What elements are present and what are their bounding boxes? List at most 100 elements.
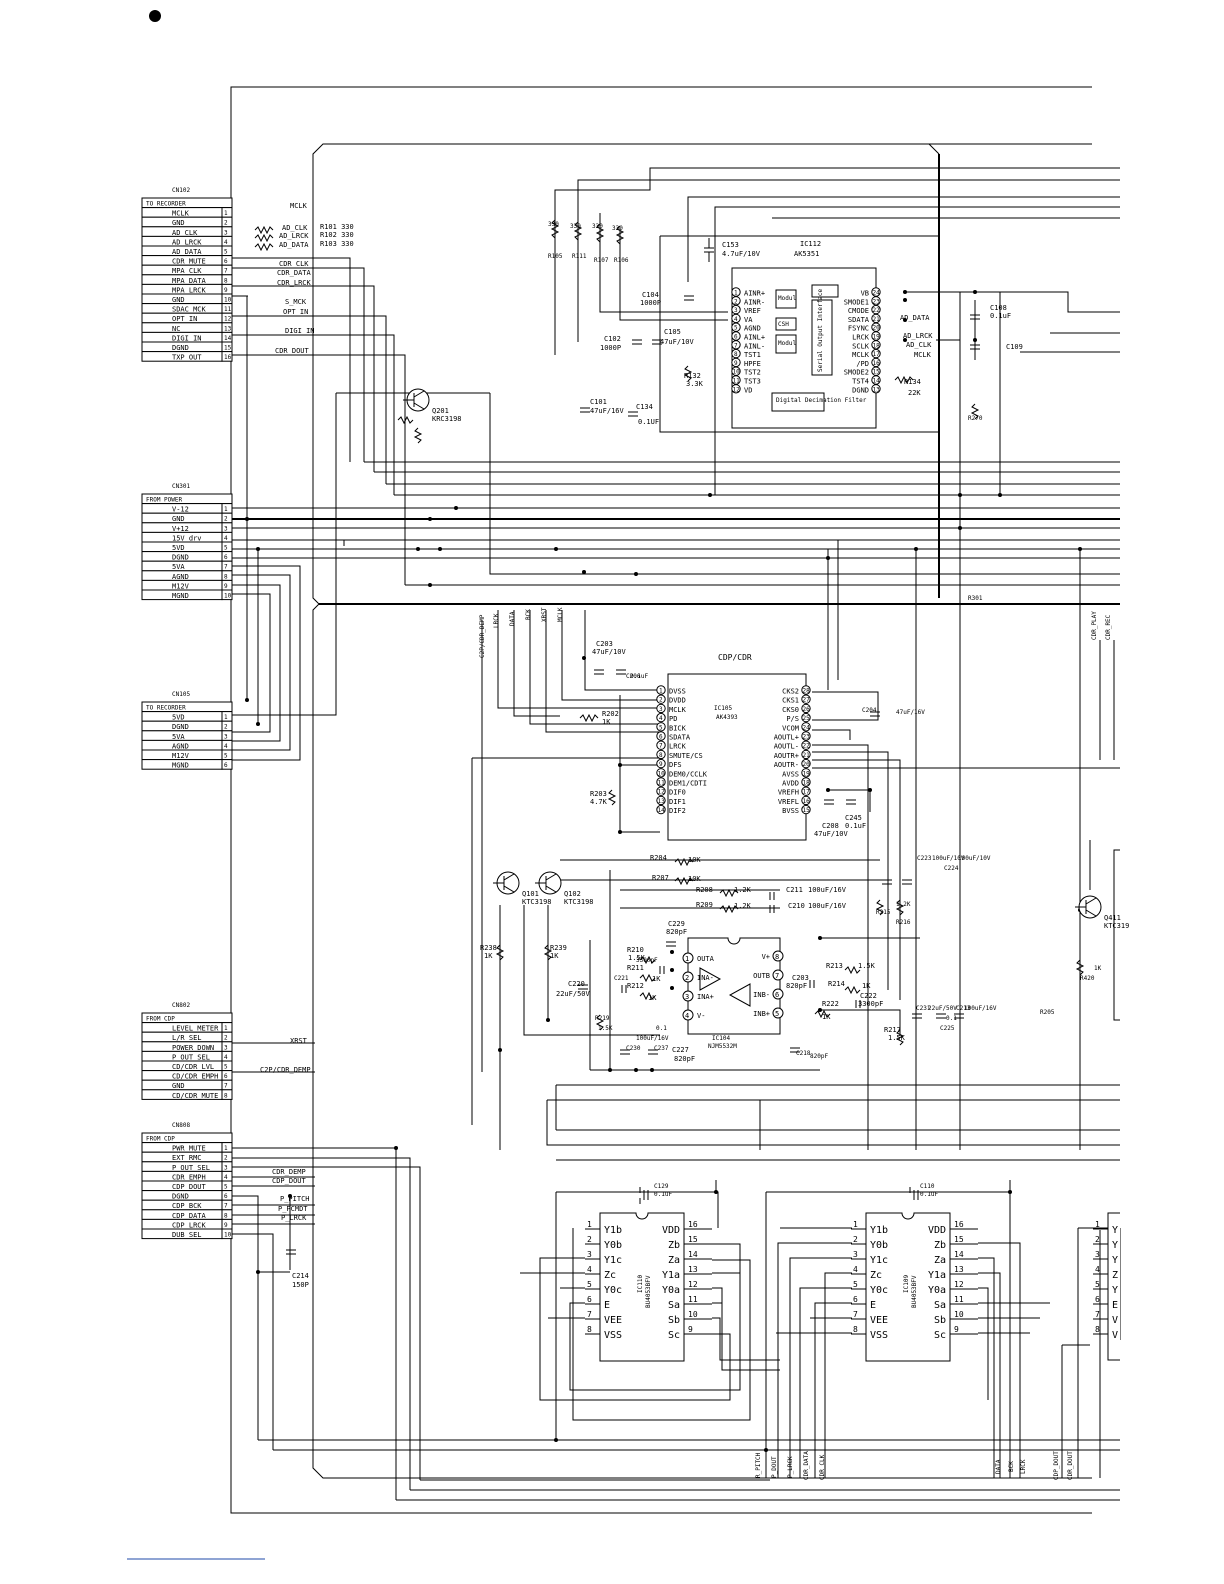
component-label: 330 (548, 221, 559, 228)
component-label: 10K (688, 856, 701, 864)
component-label: R420 (1080, 975, 1095, 982)
pin-name: SMUTE/CS (669, 752, 703, 760)
pin-number: 3 (587, 1250, 592, 1259)
pin-name: DEM0/CCLK (669, 770, 708, 778)
pin-circle (801, 749, 811, 760)
connector-pin-label: DGND (172, 554, 189, 562)
pin-name: DIF2 (669, 807, 686, 815)
component-label: 22uF/50V (556, 990, 591, 998)
pin-number: 4 (685, 1012, 689, 1020)
component-label: 47uF/10V (592, 648, 627, 656)
pin-name: CKS1 (782, 697, 799, 705)
component-label: R214 (828, 980, 845, 988)
pin-name: Y1a (928, 1270, 946, 1281)
pin-number: 9 (734, 360, 738, 367)
component-label: R301 (968, 595, 983, 602)
pin-number: 8 (659, 752, 663, 759)
component-label: R210 (627, 946, 644, 954)
pin-circle (801, 768, 811, 778)
pin-number: 16 (954, 1220, 964, 1229)
pin-number: 8 (775, 953, 779, 961)
pin-number: 13 (873, 386, 881, 393)
connector-pin-label: CDP_LRCK (172, 1221, 207, 1229)
pin-circle (656, 804, 666, 815)
pin-number: 5 (587, 1280, 592, 1289)
pin-circle (772, 969, 784, 981)
component-label: 3300pF (858, 1000, 883, 1008)
component-label: R134 (904, 378, 921, 386)
component-label: 100uF/16V (808, 902, 847, 910)
pin-number: 13 (688, 1265, 698, 1274)
component-label: R215 (876, 909, 891, 916)
pin-number: 13 (954, 1265, 964, 1274)
pin-name: DVDD (669, 697, 686, 705)
pin-name: Y (1112, 1285, 1118, 1296)
component-label: C208 (822, 822, 839, 830)
component-label: 1.5K (628, 954, 646, 962)
connector-title: TO RECORDER (146, 705, 186, 712)
pin-number: 10 (733, 369, 741, 376)
component-label: 47uF/16V (896, 709, 925, 716)
connector-ref: CN301 (172, 483, 190, 490)
component-label: C218 (796, 1050, 811, 1057)
connector-pin-label: L/R_SEL (172, 1034, 202, 1042)
component-label: 820pF (786, 982, 807, 990)
component-label: P_LRCK (281, 1214, 307, 1222)
pin-number: 18 (873, 342, 881, 349)
transistor-collector (503, 873, 515, 881)
connector-title: FROM POWER (146, 497, 183, 504)
ic112-ref: IC112 (800, 240, 821, 248)
pin-number: 5 (853, 1280, 858, 1289)
pin-name: VREF (744, 307, 761, 315)
component-label: 100uF/16V (636, 1035, 669, 1042)
pin-number: 1 (853, 1220, 858, 1229)
pin-number: 6 (587, 1295, 592, 1304)
pin-number: 15 (803, 807, 811, 814)
pin-name: Y0b (604, 1240, 622, 1251)
pin-name: Zb (934, 1240, 946, 1251)
ic104-part: NJM5532M (708, 1043, 737, 1050)
pin-number: 27 (803, 697, 811, 704)
connector-pin-number-cell (221, 759, 233, 770)
component-label: C230 (626, 1045, 641, 1052)
pin-number: 17 (873, 351, 881, 358)
junction-dots (245, 290, 1082, 1452)
pin-number: 7 (587, 1310, 592, 1319)
pin-name: Sa (934, 1300, 946, 1311)
resistors (254, 219, 1085, 1046)
connector-pin-label: MPA_CLK (172, 267, 202, 275)
pin-circle (801, 758, 811, 769)
pin-circle (731, 384, 741, 394)
component-label: 10K (688, 875, 701, 883)
connector-pin-label: P_OUT_SEL (172, 1053, 210, 1061)
component-label: 100uF/10V (958, 855, 991, 862)
pin-circle (772, 950, 784, 962)
pin-name: Sb (934, 1315, 946, 1326)
ic104-ref: IC104 (712, 1035, 730, 1042)
component-label: 3300pF (636, 957, 658, 964)
component-label: OPT_IN (283, 308, 308, 316)
ic112-cap-block: CSH (778, 321, 789, 328)
pin-name: TST3 (744, 378, 761, 386)
transistor-collector (1085, 897, 1097, 905)
component-label: AD_DATA (900, 314, 930, 322)
pin-number: 1 (659, 688, 663, 695)
connector-pin-number: 7 (224, 268, 228, 275)
net-label: LRCK (1020, 1459, 1027, 1474)
pin-number: 24 (803, 724, 811, 731)
pin-number: 9 (659, 761, 663, 768)
connector-pin-label: GND (172, 1082, 185, 1090)
pin-circle (871, 384, 881, 394)
pin-number: 16 (688, 1220, 698, 1229)
pin-name: LRCK (669, 743, 687, 751)
transistor-part: KTC3198 (522, 898, 552, 906)
component-label: C214 (292, 1272, 309, 1280)
pin-name: VREFL (778, 798, 799, 806)
transistor-ref: Q101 (522, 890, 539, 898)
pin-circle (656, 749, 666, 760)
connector-pin-number: 4 (224, 1174, 228, 1181)
component-label: 1K (484, 952, 493, 960)
